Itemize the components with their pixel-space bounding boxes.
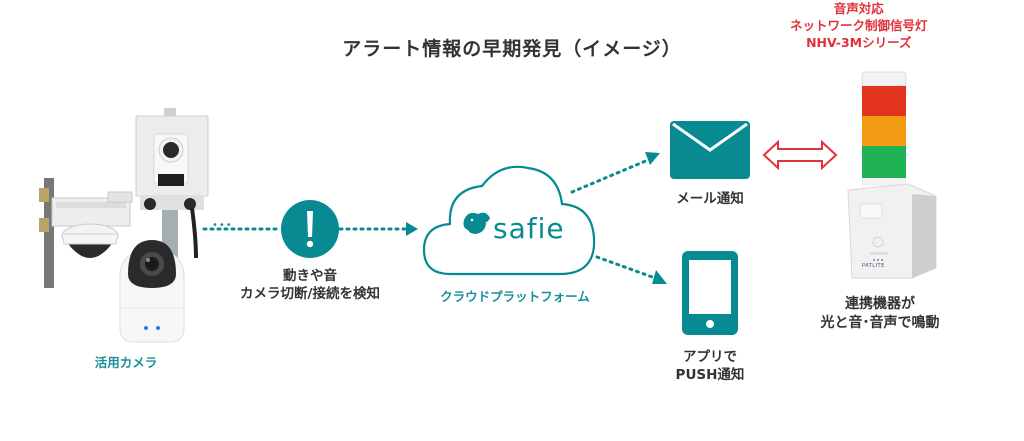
detection-label: 動きや音 カメラ切断/接続を検知 — [210, 267, 410, 303]
indoor-camera-image — [119, 240, 185, 343]
signal-tower-image — [847, 71, 937, 279]
smartphone-icon — [682, 251, 738, 335]
signal-description-line1: 連携機器が — [845, 296, 915, 312]
push-label-line1: アプリで — [683, 349, 737, 365]
connector-cloud-to-push — [595, 255, 657, 280]
signal-product-label: 音声対応 ネットワーク制御信号灯 NHV-3Mシリーズ — [790, 0, 928, 51]
box-camera-image — [135, 108, 209, 259]
cloud-icon — [422, 165, 596, 276]
arrowhead-to-push — [652, 270, 667, 284]
signal-description: 連携機器が 光と音･音声で鳴動 — [790, 295, 970, 333]
connector-cloud-to-mail — [570, 158, 650, 194]
arrowhead-to-cloud — [406, 222, 418, 236]
exclamation-icon — [281, 200, 339, 258]
cloud-platform-label: クラウドプラットフォーム — [440, 289, 590, 304]
detection-label-line2: カメラ切断/接続を検知 — [240, 286, 380, 302]
safie-logo-text: safie — [493, 212, 565, 245]
arrowhead-to-mail — [645, 152, 660, 165]
patlite-logo: PATLITE — [862, 263, 885, 269]
diagram-title: アラート情報の早期発見（イメージ） — [342, 38, 682, 60]
safie-bird-logo — [463, 212, 490, 234]
mail-label: メール通知 — [676, 191, 744, 207]
signal-product-line1: 音声対応 — [833, 1, 884, 16]
camera-label: 活用カメラ — [94, 355, 158, 370]
detection-label-line1: 動きや音 — [283, 268, 337, 284]
dome-camera-image — [39, 178, 133, 288]
signal-product-line2: ネットワーク制御信号灯 — [790, 18, 928, 33]
push-label-line2: PUSH通知 — [675, 367, 745, 383]
camera-group: ••• — [30, 108, 232, 348]
more-cameras-indicator: ••• — [212, 220, 233, 231]
push-label: アプリで PUSH通知 — [660, 348, 760, 384]
signal-description-line2: 光と音･音声で鳴動 — [820, 315, 940, 331]
envelope-icon — [670, 121, 750, 179]
double-arrow-icon — [762, 139, 838, 171]
signal-product-line3: NHV-3Mシリーズ — [806, 35, 912, 50]
